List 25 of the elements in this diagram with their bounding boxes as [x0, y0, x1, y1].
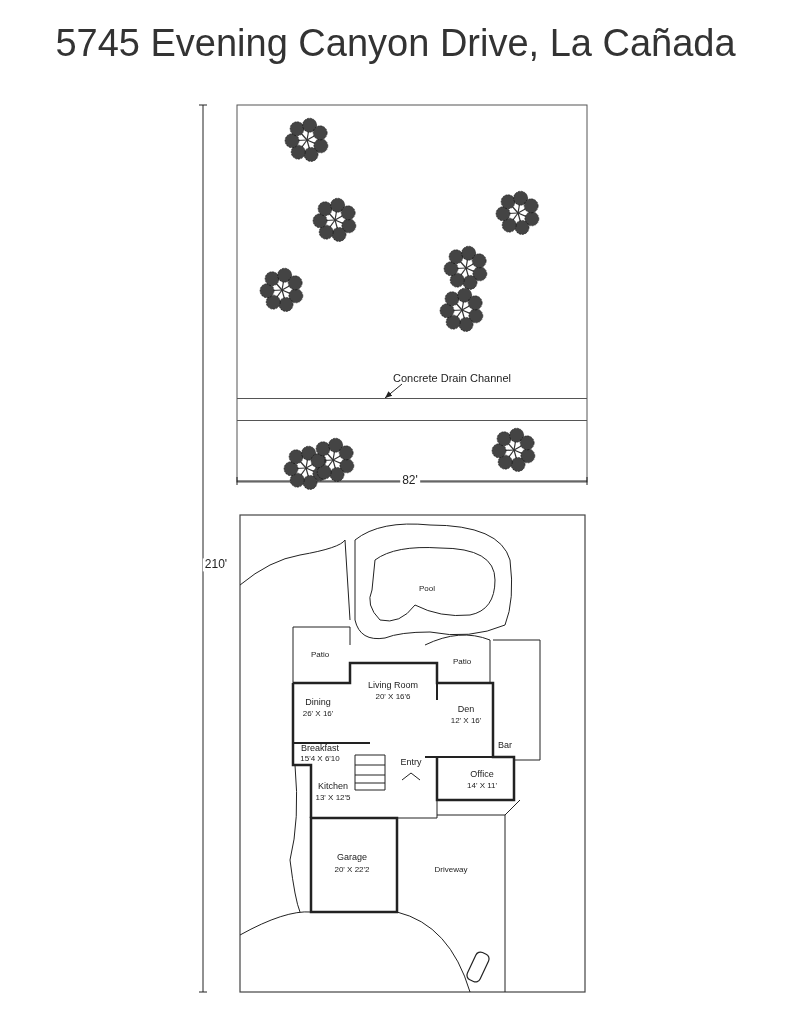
- room-label: Kitchen: [318, 782, 348, 792]
- dimension-label: 210': [202, 558, 230, 572]
- drain-channel: [237, 398, 587, 421]
- room-label: Pool: [419, 584, 435, 594]
- title: 5745 Evening Canyon Drive, La Cañada: [54, 22, 737, 65]
- room-dimension: 12' X 16': [450, 716, 482, 726]
- callout-label: Concrete Drain Channel: [393, 372, 511, 384]
- room-label: Living Room: [368, 681, 418, 691]
- room-dimension: 15'4 X 6'10: [300, 754, 340, 764]
- room-dimension: 14' X 11': [467, 781, 497, 791]
- room-label: Dining: [305, 698, 331, 708]
- room-label: Den: [457, 705, 475, 715]
- room-label: Driveway: [434, 865, 468, 875]
- room-label: Patio: [452, 657, 472, 667]
- room-label: Bar: [498, 741, 512, 751]
- room-dimension: 26' X 16': [302, 709, 334, 719]
- room-label: Entry: [400, 758, 422, 768]
- room-label: Garage: [337, 853, 367, 863]
- room-label: Breakfast: [301, 744, 339, 754]
- room-label: Office: [470, 770, 494, 780]
- room-label: Patio: [310, 650, 330, 660]
- room-dimension: 13' X 12'5: [315, 793, 351, 803]
- leader-line: [384, 383, 403, 399]
- room-dimension: 20' X 16'6: [375, 692, 411, 702]
- room-dimension: 20' X 22'2: [334, 865, 370, 875]
